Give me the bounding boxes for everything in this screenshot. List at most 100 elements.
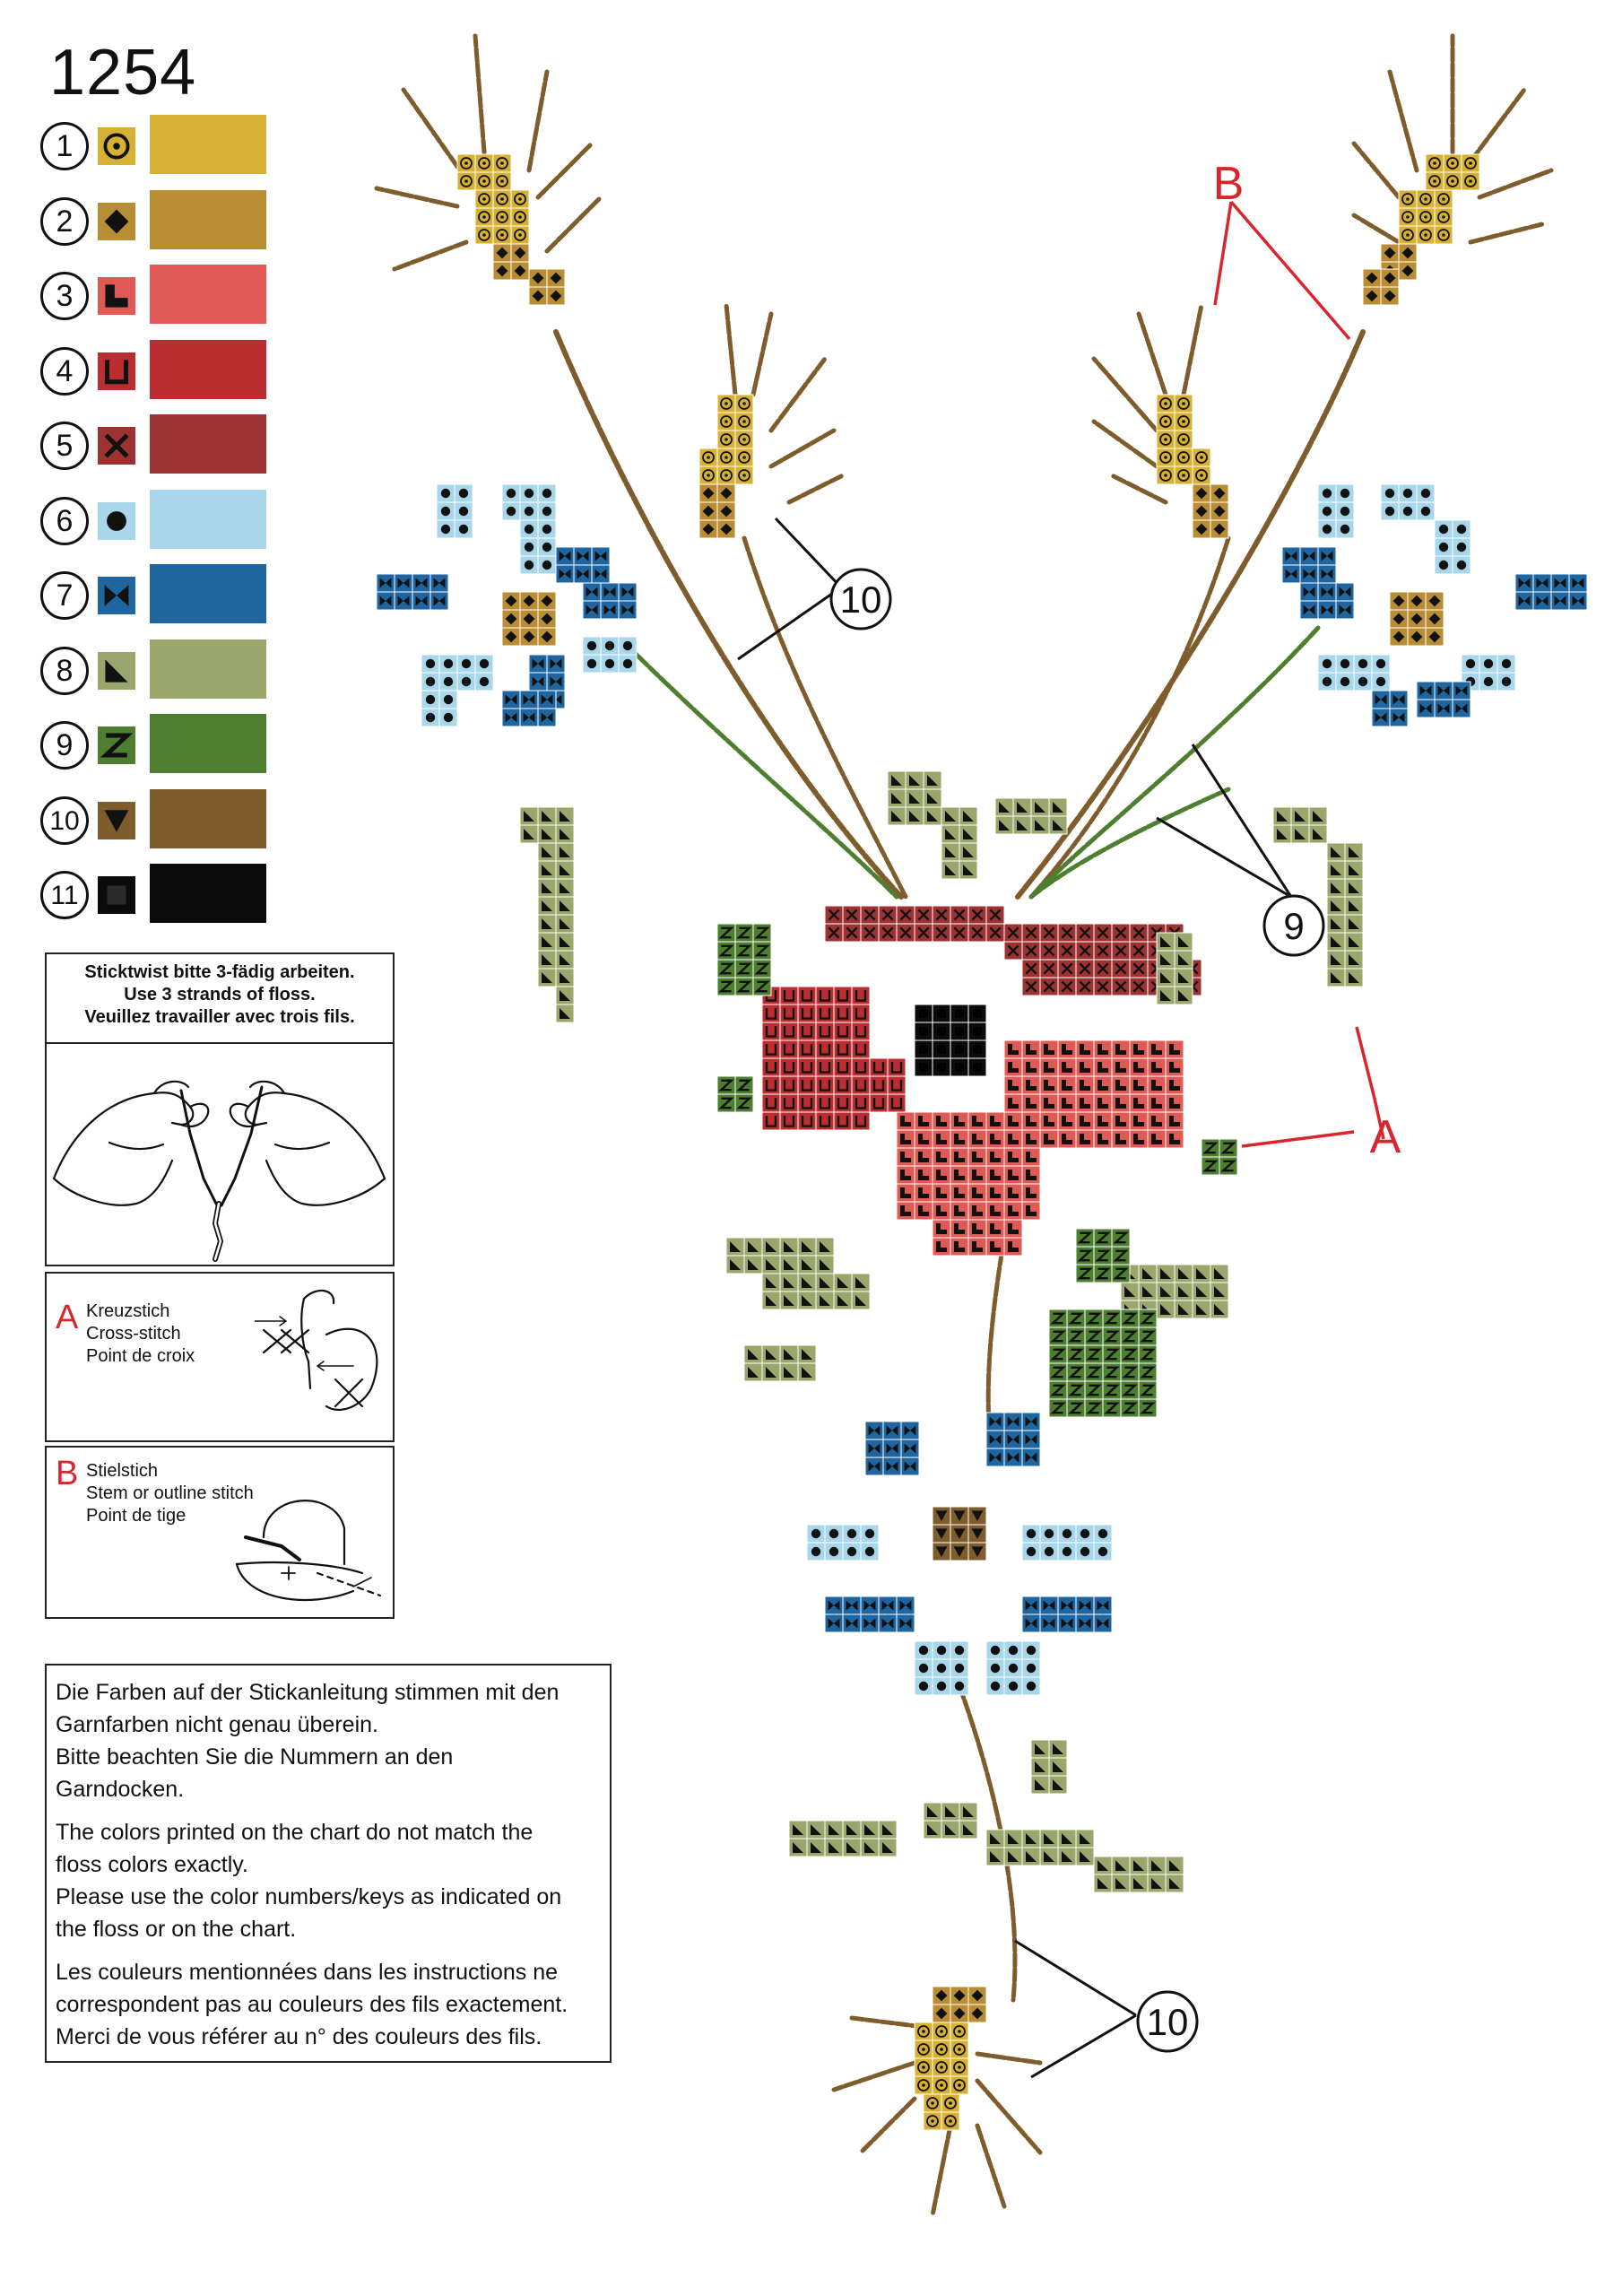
stitch-cell-color-7 [900, 1421, 920, 1440]
stitch-cell-color-6 [600, 654, 620, 674]
stitch-cell-color-7 [985, 1430, 1005, 1449]
stitch-cell-color-7 [1434, 699, 1453, 718]
stitch-cell-color-8 [959, 1802, 978, 1822]
stitch-cell-color-8 [1192, 1300, 1211, 1319]
stitch-cell-color-11 [950, 1022, 969, 1041]
stitch-cell-color-3 [1147, 1093, 1167, 1113]
stitch-cell-color-2 [501, 609, 521, 629]
note-fr-line-2: correspondent pas au couleurs des fils e… [56, 1992, 568, 2017]
stitch-cell-color-7 [864, 1457, 884, 1476]
stitch-cell-color-7 [394, 573, 413, 593]
stitch-cell-color-3 [1093, 1039, 1113, 1059]
stitch-cell-color-1 [950, 2039, 969, 2059]
stitch-cell-color-1 [734, 394, 754, 413]
stitch-cell-color-3 [932, 1201, 951, 1221]
stitch-cell-color-1 [950, 2057, 969, 2077]
stitch-cell-color-8 [1075, 1829, 1095, 1848]
stitch-cell-color-8 [779, 1273, 799, 1292]
stitch-cell-color-3 [932, 1219, 951, 1239]
stitch-cell-color-6 [950, 1640, 969, 1660]
stitch-cell-color-4 [761, 1111, 781, 1131]
stitch-cell-color-3 [1129, 1093, 1149, 1113]
stitch-cell-color-6 [537, 501, 557, 521]
stitch-cell-color-6 [985, 1676, 1005, 1696]
stitch-cell-color-8 [851, 1273, 871, 1292]
stitch-cell-color-8 [519, 824, 539, 844]
stitch-cell-color-1 [1461, 153, 1480, 173]
stitch-cell-color-4 [833, 1111, 853, 1131]
stitch-cell-color-9 [1075, 1264, 1095, 1283]
stitch-cell-color-1 [474, 171, 494, 191]
legend-symbol-triangle-down-icon [98, 801, 135, 839]
stitch-cell-color-3 [1147, 1075, 1167, 1095]
stitch-cell-color-3 [967, 1201, 987, 1221]
stitch-cell-color-8 [555, 806, 575, 826]
stitch-cell-color-8 [1003, 1829, 1023, 1848]
stitch-cell-color-6 [806, 1542, 826, 1561]
stitch-cell-color-6 [1003, 1658, 1023, 1678]
stitch-cell-color-4 [833, 1004, 853, 1023]
stitch-cell-color-6 [1371, 654, 1391, 674]
stitch-cell-color-2 [1407, 591, 1427, 611]
stitch-cell-color-7 [1317, 564, 1337, 584]
stitch-cell-color-3 [967, 1237, 987, 1257]
stitch-cell-color-7 [1003, 1448, 1023, 1467]
stitch-cell-color-9 [734, 959, 754, 978]
stitch-cell-color-4 [869, 1057, 889, 1077]
embroidery-chart: 10 9 10 B A [374, 33, 1588, 2218]
stitch-cell-color-8 [1093, 1856, 1113, 1875]
stitch-cell-color-7 [1317, 546, 1337, 566]
color-note-panel: Die Farben auf der Stickanleitung stimme… [45, 1664, 612, 2063]
stitch-cell-color-7 [429, 591, 449, 611]
stitch-cell-color-8 [959, 806, 978, 826]
stitch-cell-color-4 [797, 1039, 817, 1059]
stitch-cell-color-4 [887, 1093, 907, 1113]
stitch-cell-color-6 [1317, 672, 1337, 691]
stitch-cell-color-6 [1021, 1640, 1041, 1660]
stitch-cell-color-4 [815, 1075, 835, 1095]
stitch-cell-color-7 [1389, 708, 1409, 727]
stitch-cell-color-8 [1174, 968, 1193, 987]
stitch-cell-color-3 [1075, 1129, 1095, 1149]
stitch-cell-color-8 [779, 1362, 799, 1382]
stitch-cell-color-5 [878, 923, 898, 943]
stitch-cell-color-4 [779, 1075, 799, 1095]
stitch-cell-color-1 [456, 171, 476, 191]
stitch-cell-color-3 [1111, 1039, 1131, 1059]
stitch-cell-color-7 [429, 573, 449, 593]
stitch-cell-color-8 [878, 1820, 898, 1839]
stitch-cell-color-4 [833, 1057, 853, 1077]
stitch-cell-color-8 [1344, 896, 1364, 916]
stitch-cell-color-8 [1039, 1829, 1059, 1848]
stitch-cell-color-8 [1326, 878, 1346, 898]
stitch-cell-color-1 [1174, 430, 1193, 449]
stitch-cell-color-11 [932, 1022, 951, 1041]
stitch-cell-color-2 [716, 519, 736, 539]
stitch-cell-color-4 [779, 986, 799, 1005]
stitch-cell-color-8 [725, 1255, 745, 1274]
stitch-cell-color-1 [492, 171, 512, 191]
stitch-cell-color-2 [1389, 627, 1409, 647]
legend-color-swatch [150, 864, 266, 923]
stitch-cell-color-7 [1003, 1412, 1023, 1431]
legend-symbol-triangle-icon [98, 651, 135, 690]
stitch-cell-color-5 [1129, 959, 1149, 978]
stitch-cell-color-6 [1416, 501, 1436, 521]
stitch-cell-color-5 [1093, 941, 1113, 961]
stitch-cell-color-2 [950, 2004, 969, 2023]
stitch-cell-color-5 [824, 923, 844, 943]
stitch-cell-color-8 [1048, 1739, 1068, 1759]
legend-color-swatch [150, 489, 266, 549]
stitch-cell-color-7 [900, 1457, 920, 1476]
stitch-cell-color-6 [501, 483, 521, 503]
stitch-cell-color-3 [967, 1129, 987, 1149]
stitch-cell-color-8 [797, 1362, 817, 1382]
stitch-cell-color-4 [779, 1111, 799, 1131]
stitch-cell-color-8 [1147, 1856, 1167, 1875]
stitch-cell-color-1 [716, 430, 736, 449]
stitch-cell-color-9 [716, 959, 736, 978]
stitch-cell-color-8 [1021, 1829, 1041, 1848]
stitch-cell-color-8 [788, 1838, 808, 1857]
stitch-cell-color-6 [454, 501, 473, 521]
stitch-cell-color-8 [833, 1273, 853, 1292]
